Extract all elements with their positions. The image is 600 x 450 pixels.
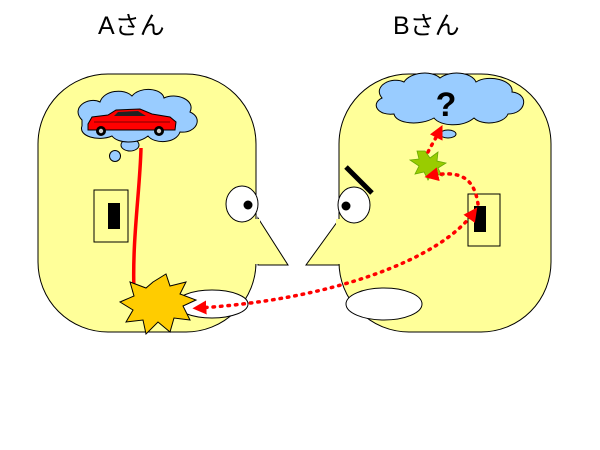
person-a-head (37, 73, 289, 336)
person-b-label: Bさん (393, 12, 460, 40)
person-b-mouth (345, 287, 423, 321)
speech-to-ear-path (192, 207, 478, 315)
person-a-thought-line (131, 147, 143, 293)
person-b-eyebrow (344, 165, 374, 195)
person-a-ear (93, 189, 129, 243)
person-b-pupil (341, 201, 351, 211)
person-a-eye (225, 185, 259, 223)
person-b-ear-hole (474, 206, 486, 232)
person-a-pupil (243, 200, 253, 210)
person-b-head: ? (305, 72, 552, 333)
person-b-nose (305, 216, 341, 266)
person-a-nose-join (250, 219, 260, 264)
spark-to-cloud-path (426, 124, 443, 154)
person-a-ear-hole (108, 203, 120, 229)
red-car-icon (87, 108, 177, 136)
person-b-nose-join (336, 219, 346, 264)
signal-path (192, 124, 480, 315)
person-a-label: Aさん (98, 12, 165, 40)
question-mark-icon: ? (436, 86, 457, 124)
explosion-burst-icon (118, 273, 198, 336)
ear-to-spark-path (424, 167, 480, 206)
person-b-thought-cloud: ? (375, 72, 524, 139)
person-a-nose (257, 216, 289, 266)
